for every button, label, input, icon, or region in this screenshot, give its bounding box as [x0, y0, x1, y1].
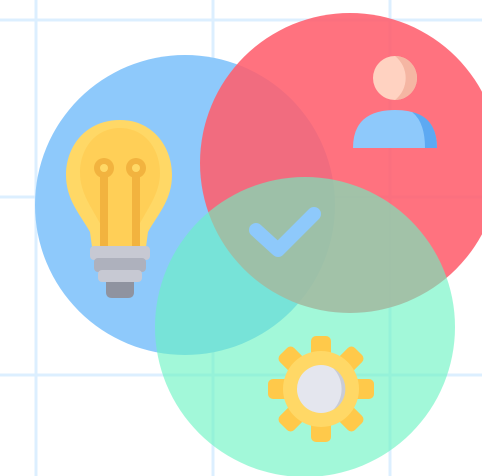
gear-icon — [268, 336, 374, 442]
checkmark-icon — [249, 207, 321, 257]
process-circle — [155, 177, 455, 476]
user-icon — [353, 56, 437, 148]
lightbulb-icon — [66, 120, 172, 298]
